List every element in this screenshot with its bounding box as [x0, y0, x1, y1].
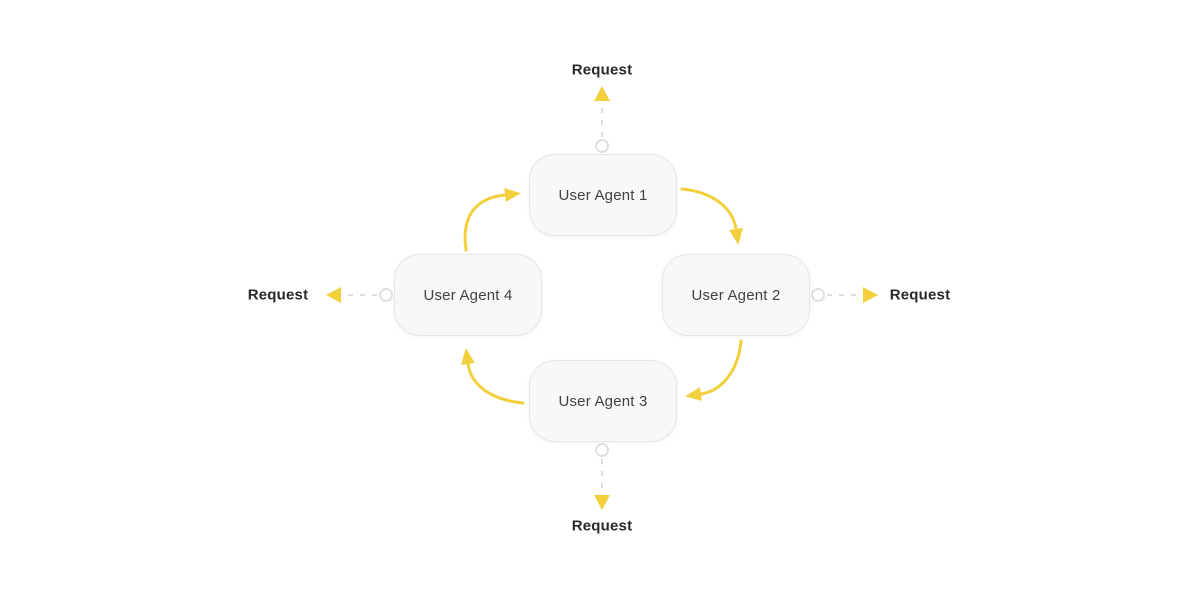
flow-arrow-agent3-to-agent4 — [461, 348, 525, 405]
flow-arrow-agent4-to-agent1 — [463, 188, 521, 252]
node-user-agent-4-label: User Agent 4 — [423, 286, 513, 304]
node-user-agent-3-label: User Agent 3 — [558, 392, 648, 410]
request-arrowhead-top-icon — [594, 86, 610, 101]
node-user-agent-4[interactable]: User Agent 4 — [394, 254, 542, 336]
node-user-agent-3[interactable]: User Agent 3 — [529, 360, 677, 442]
flow-arrow-agent1-to-agent2 — [680, 187, 743, 245]
flow-arrow-agent2-to-agent3 — [685, 339, 743, 401]
endpoint-dot-right — [811, 288, 825, 302]
endpoint-dot-left — [379, 288, 393, 302]
node-user-agent-1[interactable]: User Agent 1 — [529, 154, 677, 236]
request-arrowhead-bottom-icon — [594, 495, 610, 510]
request-label-top: Request — [571, 61, 633, 79]
endpoint-dot-top — [595, 139, 609, 153]
node-user-agent-1-label: User Agent 1 — [558, 186, 648, 204]
request-label-left: Request — [247, 286, 309, 304]
request-arrowhead-left-icon — [326, 287, 341, 303]
node-user-agent-2-label: User Agent 2 — [691, 286, 781, 304]
endpoint-dot-bottom — [595, 443, 609, 457]
node-user-agent-2[interactable]: User Agent 2 — [662, 254, 810, 336]
request-label-bottom: Request — [571, 517, 633, 535]
request-arrowhead-right-icon — [863, 287, 878, 303]
request-label-right: Request — [889, 286, 951, 304]
